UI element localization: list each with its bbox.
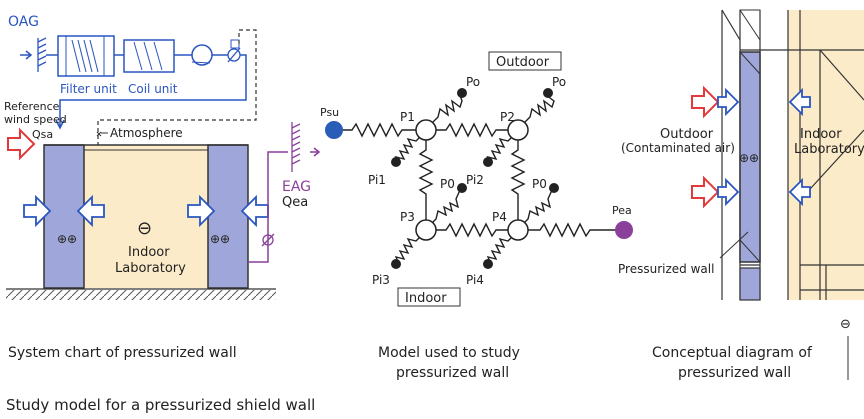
outflow-arrow-icon: [717, 177, 740, 207]
concept-negative-sign: ⊖: [840, 317, 851, 332]
oag-louver-icon: [37, 37, 47, 72]
positive-pressure-right: ⊕⊕: [210, 232, 230, 246]
outdoor-label: Outdoor: [496, 55, 550, 70]
exhaust-damper-icon: [261, 233, 275, 247]
p1-label: P1: [400, 110, 415, 124]
node-p1: [415, 119, 437, 141]
outflow-arrow-icon: [23, 194, 52, 228]
eag-louver-icon: [291, 122, 301, 172]
negative-pressure-sign: ⊖: [137, 218, 152, 239]
po-label-1: Po: [466, 75, 480, 89]
pressurized-wall-right: [207, 144, 249, 289]
node-po-1: [457, 88, 467, 98]
pea-label: Pea: [612, 204, 632, 217]
p3-label: P3: [400, 210, 415, 224]
node-psu: [325, 121, 343, 139]
figure-title: Study model for a pressurized shield wal…: [6, 396, 315, 414]
positive-pressure-left: ⊕⊕: [57, 232, 77, 246]
exhaust-arrow-icon: [310, 147, 321, 157]
node-p3: [415, 219, 437, 241]
atmosphere-label: Atmosphere: [110, 126, 183, 140]
concept-pressurized-wall: [739, 51, 761, 263]
indoor-label: Indoor: [405, 291, 447, 306]
po-label-2: Po: [552, 75, 566, 89]
inflow-arrow-icon: [691, 175, 720, 209]
node-pea: [615, 221, 633, 239]
concept-indoor-label-2: Laboratory: [794, 142, 864, 157]
pi1-label: Pi1: [368, 173, 386, 187]
p0-label-2: P0: [532, 177, 547, 191]
node-pi1: [391, 157, 401, 167]
exhaust-duct: [248, 151, 288, 263]
reference-label-2: wind speed: [4, 113, 67, 126]
coil-unit-label: Coil unit: [128, 82, 178, 96]
psu-label: Psu: [320, 106, 339, 119]
outflow-arrow-icon: [187, 194, 216, 228]
inflow-arrow-icon: [691, 85, 720, 119]
coil-unit-box: [123, 39, 175, 73]
outflow-arrow-icon: [76, 194, 105, 228]
qea-label: Qea: [282, 195, 308, 210]
node-pi4: [483, 259, 493, 269]
model-caption-2: pressurized wall: [396, 365, 509, 381]
ground-hatch: [6, 290, 276, 300]
system-chart: OAG Filter unit Coil unit: [4, 14, 321, 361]
concept-outdoor-label-2: (Contaminated air): [621, 141, 735, 155]
concept-caption-1: Conceptual diagram of: [652, 345, 813, 361]
pi3-label: Pi3: [372, 273, 390, 287]
node-p2: [507, 119, 529, 141]
node-p0-1: [457, 183, 467, 193]
pi4-label: Pi4: [466, 273, 484, 287]
node-pi3: [391, 259, 401, 269]
filter-unit-label: Filter unit: [60, 82, 117, 96]
p0-label-1: P0: [440, 177, 455, 191]
filter-unit-box: [57, 35, 115, 77]
indoor-box: [397, 287, 461, 307]
reference-label-1: Reference: [4, 100, 60, 113]
outflow-arrow-icon: [717, 87, 740, 117]
resistor-elements: [342, 94, 616, 263]
node-po-2: [543, 88, 553, 98]
system-chart-caption: System chart of pressurized wall: [8, 345, 237, 361]
eag-label: EAG: [282, 179, 311, 195]
pi2-label: Pi2: [466, 173, 484, 187]
fan-icon: [191, 44, 213, 66]
indoor-lab-label-1: Indoor: [128, 245, 170, 260]
node-p4: [507, 219, 529, 241]
concept-positive-pressure: ⊕⊕: [739, 151, 759, 165]
concept-pressurized-wall-label: Pressurized wall: [618, 262, 714, 276]
outdoor-box: [488, 51, 562, 71]
intake-arrow-icon: [20, 50, 33, 60]
node-p0-2: [549, 183, 559, 193]
network-model: Outdoor Indoor: [320, 51, 633, 381]
outflow-arrow-icon: [788, 87, 811, 117]
conceptual-diagram: Outdoor (Contaminated air) ⊕⊕ Indoor Lab…: [618, 9, 864, 381]
leader-line: [719, 231, 749, 259]
concept-indoor-area: [788, 10, 864, 300]
indoor-lab-label-2: Laboratory: [115, 261, 186, 276]
model-caption-1: Model used to study: [378, 345, 520, 361]
oag-label: OAG: [8, 14, 39, 30]
p2-label: P2: [500, 110, 515, 124]
concept-caption-2: pressurized wall: [678, 365, 791, 381]
concept-indoor-label-1: Indoor: [800, 127, 842, 142]
outflow-arrow-icon: [788, 177, 811, 207]
p4-label: P4: [492, 210, 507, 224]
qsa-label: Qsa: [32, 128, 53, 141]
damper-icon: [227, 39, 241, 63]
supply-duct: [59, 54, 247, 128]
pressurized-wall-left: [43, 144, 85, 289]
wind-arrow-icon: [7, 127, 36, 161]
node-pi2: [483, 157, 493, 167]
concept-outdoor-label-1: Outdoor: [660, 127, 714, 142]
